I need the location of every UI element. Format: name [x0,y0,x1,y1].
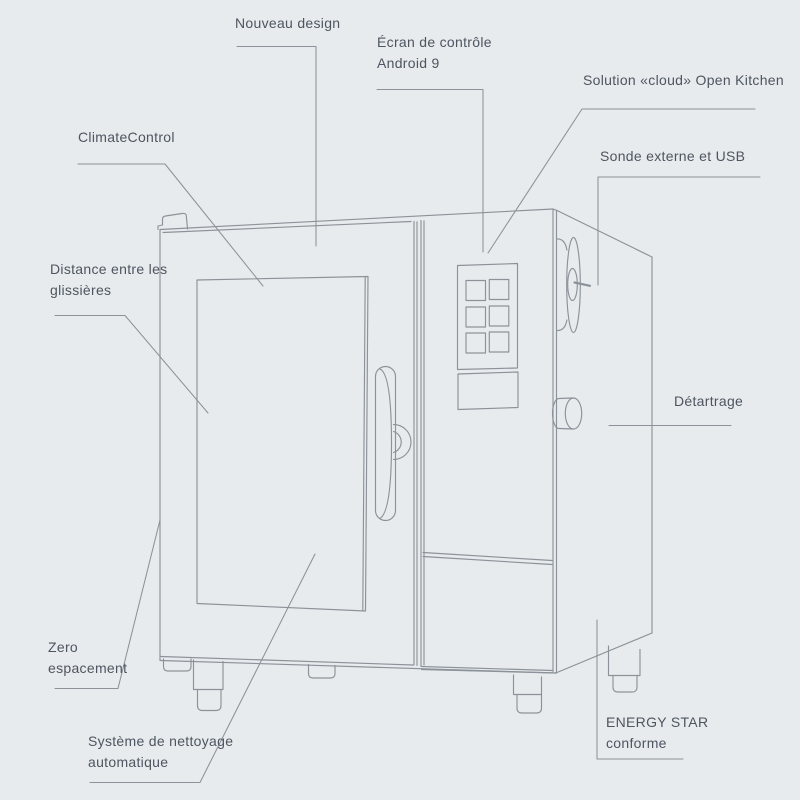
leader-climate-control [77,163,264,287]
probe-bracket-bottom [556,319,568,332]
panel-screen [457,371,519,411]
leader-lines [54,45,761,784]
foot-front-right-lower [516,693,543,714]
door-window [196,275,369,612]
label-sonde: Sonde externe et USB [600,148,746,164]
leader-solution-cloud [487,108,756,254]
drawer-bottom-edge [420,665,558,674]
label-solution-cloud: Solution «cloud» Open Kitchen [583,72,784,88]
label-zero-line2: espacement [48,660,128,676]
label-nettoyage-line1: Système de nettoyage [88,733,234,749]
foot-front-left-upper [192,659,224,691]
drawer-divider [422,551,553,566]
descaling-knob [551,397,583,430]
probe-disc [566,236,581,334]
panel-button [465,332,487,354]
door-seam [413,220,418,667]
foot-back-right-upper [607,645,641,677]
cabinet-top-edge [159,208,554,231]
control-panel [456,262,519,371]
oven-outline [157,208,653,714]
label-nettoyage-line2: automatique [88,754,169,770]
leader-sonde [597,176,761,286]
label-ecran-line2: Android 9 [377,55,440,71]
external-probe [556,236,592,334]
control-strip-left-edge [420,219,425,668]
foot-back-middle [307,663,336,679]
foot-front-right-upper [512,674,543,696]
knob-face [564,397,583,430]
leader-ecran [376,88,484,253]
label-climate-control: ClimateControl [78,129,175,145]
label-zero: Zero espacement [48,637,127,679]
label-nettoyage: Système de nettoyage automatique [88,731,233,773]
panel-button [488,305,510,327]
label-distance: Distance entre les glissières [50,259,167,301]
probe-needle [573,281,592,287]
label-ecran: Écran de contrôle Android 9 [377,32,492,74]
front-right-edge [552,208,558,674]
label-detartrage: Détartrage [674,393,744,409]
label-ecran-line1: Écran de contrôle [377,34,492,50]
leader-nouveau-design [236,45,317,247]
leader-energy-star [596,619,684,760]
foot-back-left [162,658,192,672]
foot-front-left-lower [196,688,222,712]
label-energy-star-line1: ENERGY STAR [606,714,709,730]
label-energy-star-line2: conforme [606,735,667,751]
door-handle-contour [379,368,393,520]
panel-button [488,278,510,301]
probe-hub [567,267,578,302]
leader-zero [54,519,161,690]
top-vent-tab [157,212,189,231]
knob-body [551,397,574,430]
leader-nettoyage [89,553,316,784]
foot-back-right-lower [612,674,638,693]
panel-button [465,306,487,328]
door-window-inner-edge [362,276,366,612]
side-top-edge [556,209,653,258]
panel-button [488,331,510,353]
door-latch [392,423,412,461]
label-energy-star: ENERGY STAR conforme [606,712,708,754]
door-handle [374,365,397,522]
label-distance-line1: Distance entre les [50,261,168,277]
panel-button [465,279,487,302]
label-distance-line2: glissières [50,282,112,298]
label-zero-line1: Zero [48,639,78,655]
feet [162,645,641,714]
side-bottom-edge [556,632,653,674]
probe-bracket-top [556,238,568,251]
door-bottom-edge [160,655,414,666]
label-nouveau-design: Nouveau design [235,15,341,31]
leader-distance [54,314,209,414]
door-top-edge [162,220,412,234]
